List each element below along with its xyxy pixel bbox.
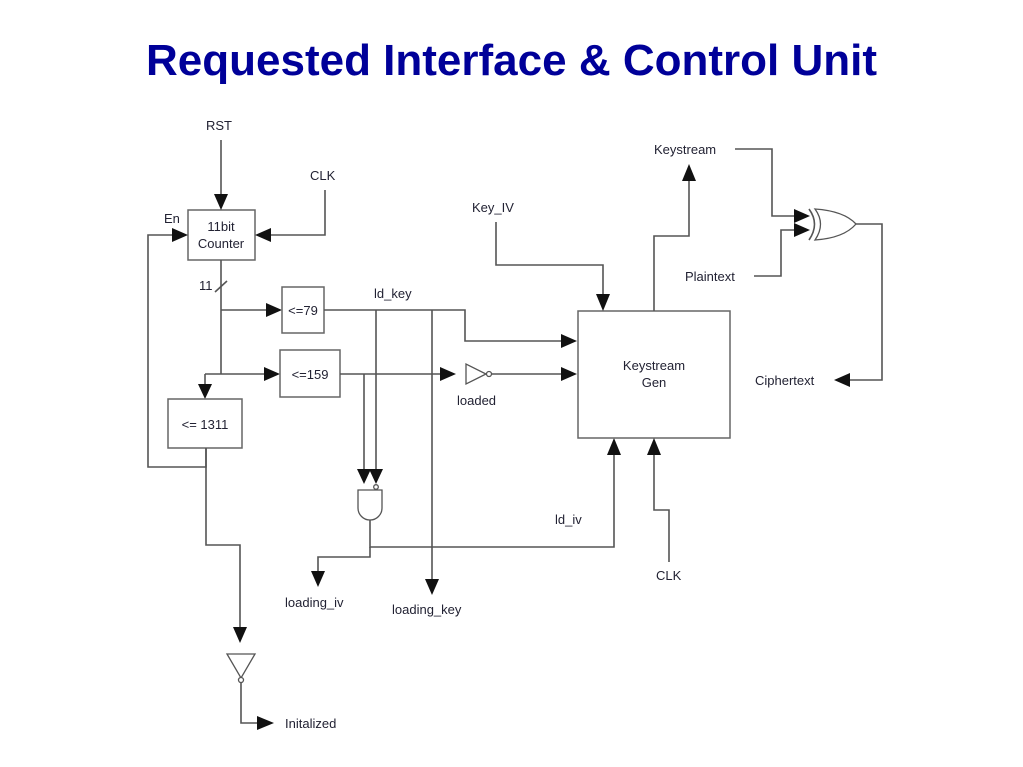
arrowhead bbox=[214, 194, 228, 210]
keystream-gen-label-2: Gen bbox=[642, 375, 667, 390]
loading-iv-output-label: loading_iv bbox=[285, 595, 344, 610]
compare-1311-label: <= 1311 bbox=[182, 417, 229, 432]
counter-label-1: 11bit bbox=[207, 219, 235, 234]
en-label: En bbox=[164, 211, 180, 226]
rst-label: RST bbox=[206, 118, 232, 133]
arrowhead bbox=[607, 438, 621, 455]
arrowhead bbox=[561, 367, 577, 381]
not-gate-initialized bbox=[225, 653, 257, 680]
initialized-output-label: Initalized bbox=[285, 716, 336, 731]
keystream-label: Keystream bbox=[654, 142, 716, 157]
arrowhead bbox=[596, 294, 610, 311]
arrowhead bbox=[233, 627, 247, 643]
arrowhead bbox=[357, 469, 371, 484]
clk-keystream-label: CLK bbox=[656, 568, 682, 583]
compare-79-label: <=79 bbox=[288, 303, 318, 318]
keystream-gen-block bbox=[577, 310, 731, 439]
ld-key-label: ld_key bbox=[374, 286, 412, 301]
bus-width-label: 11 bbox=[199, 278, 213, 293]
arrowhead bbox=[794, 209, 810, 223]
xor-gate bbox=[813, 208, 857, 241]
page-title: Requested Interface & Control Unit bbox=[146, 36, 877, 85]
loading-iv-wire bbox=[317, 547, 371, 572]
wire bbox=[240, 683, 258, 724]
compare-159-label: <=159 bbox=[292, 367, 329, 382]
arrowhead bbox=[425, 579, 439, 595]
ciphertext-wire bbox=[850, 223, 883, 381]
key-iv-label: Key_IV bbox=[472, 200, 514, 215]
and-input-bubble bbox=[373, 484, 379, 490]
arrowhead bbox=[682, 164, 696, 181]
plaintext-label: Plaintext bbox=[685, 269, 735, 284]
arrowhead bbox=[647, 438, 661, 455]
bus-slash bbox=[214, 280, 228, 293]
counter-label-2: Counter bbox=[198, 236, 245, 251]
compare-79-block bbox=[281, 286, 325, 334]
not-gate-loaded bbox=[465, 362, 488, 386]
ciphertext-output-label: Ciphertext bbox=[755, 373, 815, 388]
ld-iv-wire bbox=[369, 455, 615, 548]
clk-counter-label: CLK bbox=[310, 168, 336, 183]
not-bubble bbox=[237, 676, 245, 684]
arrowhead bbox=[440, 367, 456, 381]
compare-1311-block bbox=[167, 398, 243, 449]
arrowhead bbox=[257, 716, 274, 730]
arrowhead bbox=[266, 303, 282, 317]
compare-159-block bbox=[279, 349, 341, 398]
arrowhead bbox=[311, 571, 325, 587]
counter-block bbox=[187, 209, 256, 261]
xor-input-arc bbox=[808, 208, 816, 241]
loading-key-output-label: loading_key bbox=[392, 602, 462, 617]
and-gate bbox=[357, 489, 383, 521]
keystream-to-xor-wire bbox=[735, 148, 795, 217]
arrowhead bbox=[264, 367, 280, 381]
arrowhead bbox=[369, 469, 383, 484]
clk-keystream-wire bbox=[653, 455, 670, 562]
arrowhead bbox=[834, 373, 850, 387]
plaintext-wire bbox=[754, 229, 795, 277]
arrowhead bbox=[561, 334, 577, 348]
keystream-out-wire bbox=[653, 180, 690, 311]
arrowhead bbox=[255, 228, 271, 242]
not-bubble bbox=[485, 370, 493, 378]
clk-counter-wire bbox=[270, 190, 326, 236]
arrowhead bbox=[794, 223, 810, 237]
loaded-label: loaded bbox=[457, 393, 496, 408]
key-iv-wire bbox=[495, 222, 604, 295]
arrowhead bbox=[172, 228, 188, 242]
keystream-gen-label-1: Keystream bbox=[623, 358, 685, 373]
ld-key-wire bbox=[324, 309, 562, 342]
arrowhead bbox=[198, 384, 212, 399]
init-wire bbox=[205, 448, 241, 628]
ld-iv-label: ld_iv bbox=[555, 512, 582, 527]
